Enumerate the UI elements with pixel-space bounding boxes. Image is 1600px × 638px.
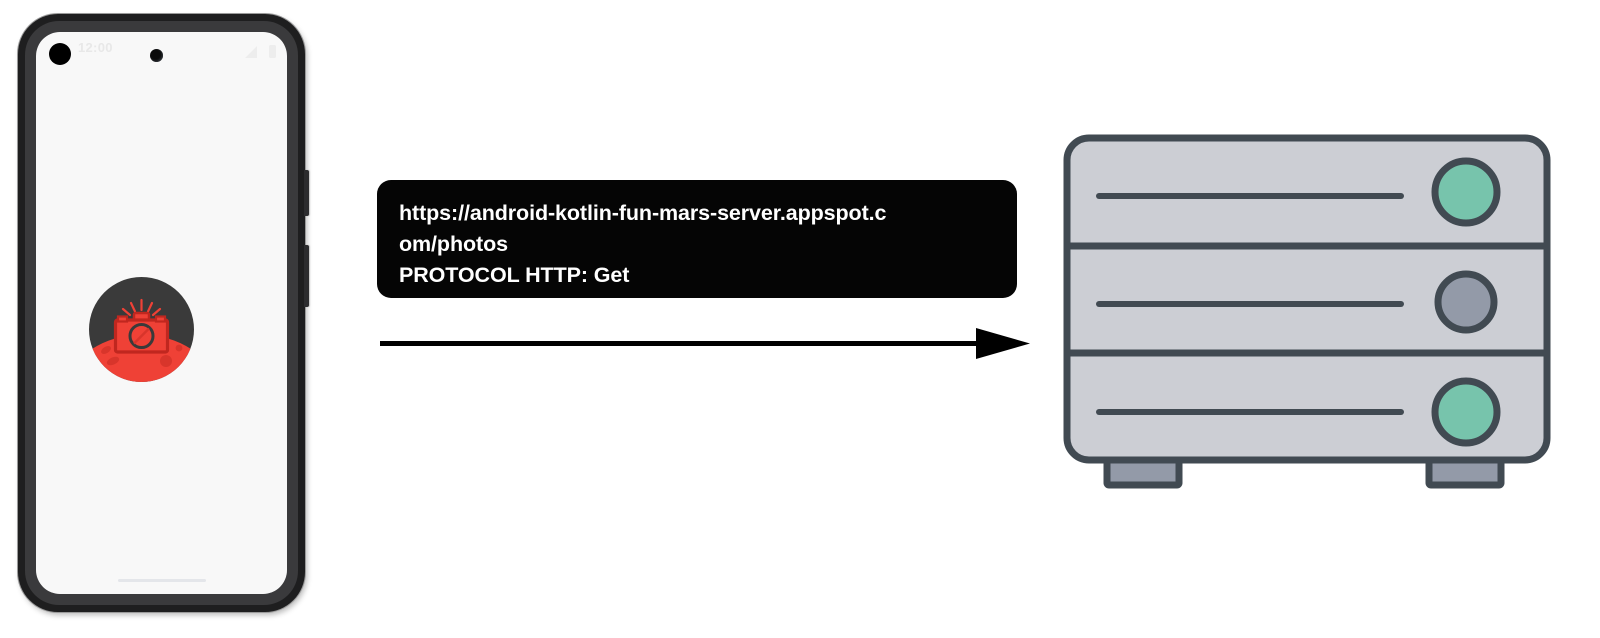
request-protocol-line: PROTOCOL HTTP: Get [399,263,630,287]
phone-screen[interactable]: 12:00 [36,32,287,594]
request-url-line-2: om/photos [399,232,508,256]
status-led-active [1431,377,1501,447]
status-bar-clock: 12:00 [78,40,113,55]
request-direction-arrow [378,326,1034,362]
battery-icon [269,45,276,58]
android-phone-mockup: 12:00 [18,14,309,612]
http-request-callout: https://android-kotlin-fun-mars-server.a… [377,180,1017,298]
front-camera-icon [150,49,163,62]
server-chassis [1063,134,1551,464]
volume-rocker[interactable] [304,245,309,307]
status-led-active [1431,157,1501,227]
notification-dot-icon [49,43,71,65]
request-url-line-1: https://android-kotlin-fun-mars-server.a… [399,201,887,225]
home-gesture-indicator[interactable] [117,579,206,582]
status-led-idle [1434,270,1498,334]
power-button[interactable] [304,170,309,216]
status-bar: 12:00 [36,32,287,72]
mars-photos-app-icon [89,277,194,382]
signal-icon [245,46,257,58]
status-bar-icons [245,45,277,59]
web-server-illustration [1063,134,1551,496]
